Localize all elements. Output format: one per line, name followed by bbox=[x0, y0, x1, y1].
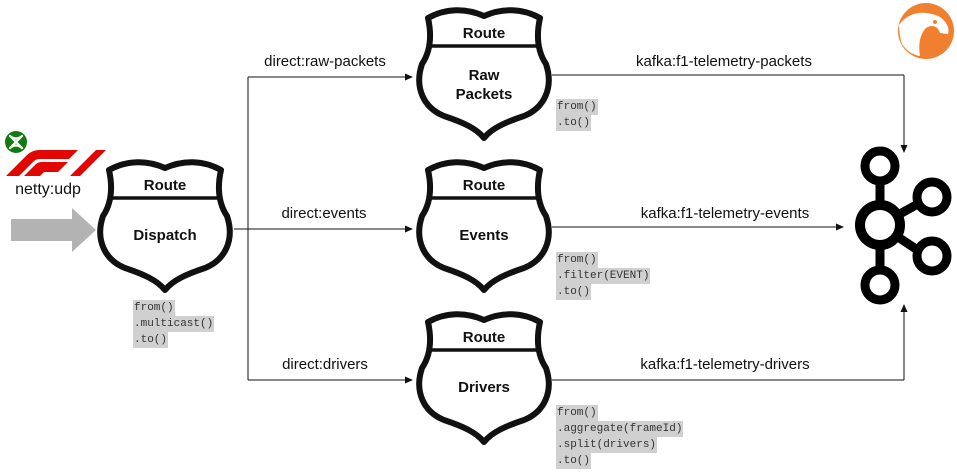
drivers-code-snippet: from() .aggregate(frameId) .split(driver… bbox=[556, 405, 684, 469]
code-line: .to() bbox=[133, 332, 169, 348]
raw-packets-route-name-line1: Raw bbox=[469, 67, 500, 84]
f1-logo-icon bbox=[6, 150, 106, 176]
edge-label-raw-packets-out: kafka:f1-telemetry-packets bbox=[636, 53, 812, 70]
dispatch-code-snippet: from() .multicast() .to() bbox=[133, 300, 215, 348]
raw-packets-route-shield[interactable]: Route Raw Packets bbox=[419, 10, 549, 138]
edge-label-events-out: kafka:f1-telemetry-events bbox=[641, 205, 809, 222]
events-code-snippet: from() .filter(EVENT) .to() bbox=[556, 252, 651, 300]
raw-packets-route-name-line2: Packets bbox=[456, 86, 513, 103]
xbox-logo-icon bbox=[5, 131, 27, 153]
raw-packets-code-snippet: from() .to() bbox=[556, 99, 598, 131]
input-arrow-icon bbox=[11, 208, 96, 252]
dispatch-route-shield[interactable]: Route Dispatch bbox=[100, 162, 230, 290]
drivers-route-shield[interactable]: Route Drivers bbox=[419, 314, 549, 442]
code-line: .aggregate(frameId) bbox=[556, 421, 684, 437]
code-line: .multicast() bbox=[133, 316, 215, 332]
events-route-title: Route bbox=[463, 177, 506, 194]
camel-logo-icon bbox=[898, 3, 954, 59]
code-line: .to() bbox=[556, 453, 592, 469]
code-line: from() bbox=[133, 300, 175, 316]
code-line: from() bbox=[556, 405, 598, 421]
edge-label-raw-packets-in: direct:raw-packets bbox=[264, 53, 386, 70]
dispatch-connectors bbox=[234, 73, 413, 384]
events-route-name: Events bbox=[459, 227, 508, 244]
source-label: netty:udp bbox=[15, 181, 81, 198]
kafka-logo-icon bbox=[855, 146, 952, 305]
code-line: .to() bbox=[556, 115, 592, 131]
code-line: .filter(EVENT) bbox=[556, 268, 651, 284]
dispatch-route-name: Dispatch bbox=[133, 227, 196, 244]
code-line: .to() bbox=[556, 284, 592, 300]
code-line: .split(drivers) bbox=[556, 437, 658, 453]
drivers-route-name: Drivers bbox=[458, 379, 510, 396]
code-line: from() bbox=[556, 99, 598, 115]
edge-label-events-in: direct:events bbox=[281, 205, 366, 222]
dispatch-route-title: Route bbox=[144, 177, 187, 194]
edge-label-drivers-out: kafka:f1-telemetry-drivers bbox=[640, 356, 809, 373]
code-line: from() bbox=[556, 252, 598, 268]
kafka-connectors bbox=[552, 74, 908, 381]
edge-label-drivers-in: direct:drivers bbox=[282, 356, 368, 373]
drivers-route-title: Route bbox=[463, 329, 506, 346]
events-route-shield[interactable]: Route Events bbox=[419, 162, 549, 290]
raw-packets-route-title: Route bbox=[463, 25, 506, 42]
